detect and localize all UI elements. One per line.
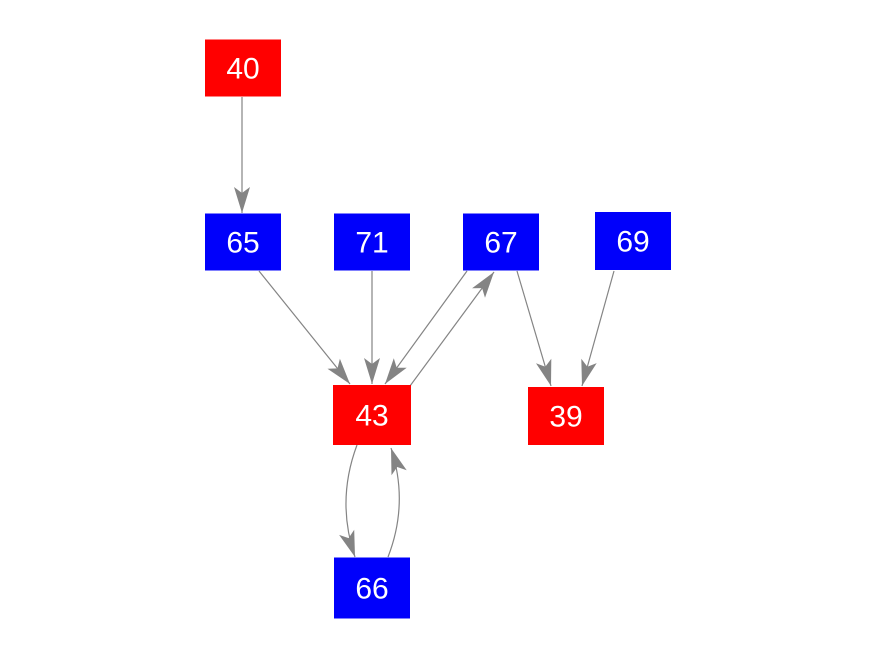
node-43[interactable]: 43 (333, 385, 411, 445)
node-67[interactable]: 67 (463, 213, 539, 271)
node-71[interactable]: 71 (334, 213, 410, 271)
node-69-box[interactable] (595, 212, 671, 270)
node-39-box[interactable] (528, 387, 604, 445)
node-67-box[interactable] (463, 213, 539, 271)
arrowhead-43-67 (472, 272, 494, 298)
node-40[interactable]: 40 (205, 39, 281, 97)
node-39[interactable]: 39 (528, 387, 604, 445)
arrowhead-71-43 (364, 358, 380, 384)
edge-67-43 (384, 270, 468, 385)
node-43-box[interactable] (333, 385, 411, 445)
edge-43-67 (409, 271, 495, 387)
node-65[interactable]: 65 (205, 213, 281, 271)
arrowhead-69-39 (581, 358, 597, 386)
node-66-box[interactable] (334, 557, 410, 619)
arrowhead-65-43 (327, 358, 350, 384)
node-65-box[interactable] (205, 213, 281, 271)
node-66[interactable]: 66 (334, 557, 410, 619)
edge-65-43 (258, 270, 351, 385)
arrowhead-67-43 (385, 358, 407, 384)
arrowhead-40-65 (234, 187, 250, 213)
node-71-box[interactable] (334, 213, 410, 271)
arrowhead-66-43 (391, 448, 407, 476)
node-40-box[interactable] (205, 39, 281, 97)
arrowhead-67-39 (536, 358, 552, 386)
arrowhead-43-66 (339, 529, 355, 557)
node-69[interactable]: 69 (595, 212, 671, 270)
